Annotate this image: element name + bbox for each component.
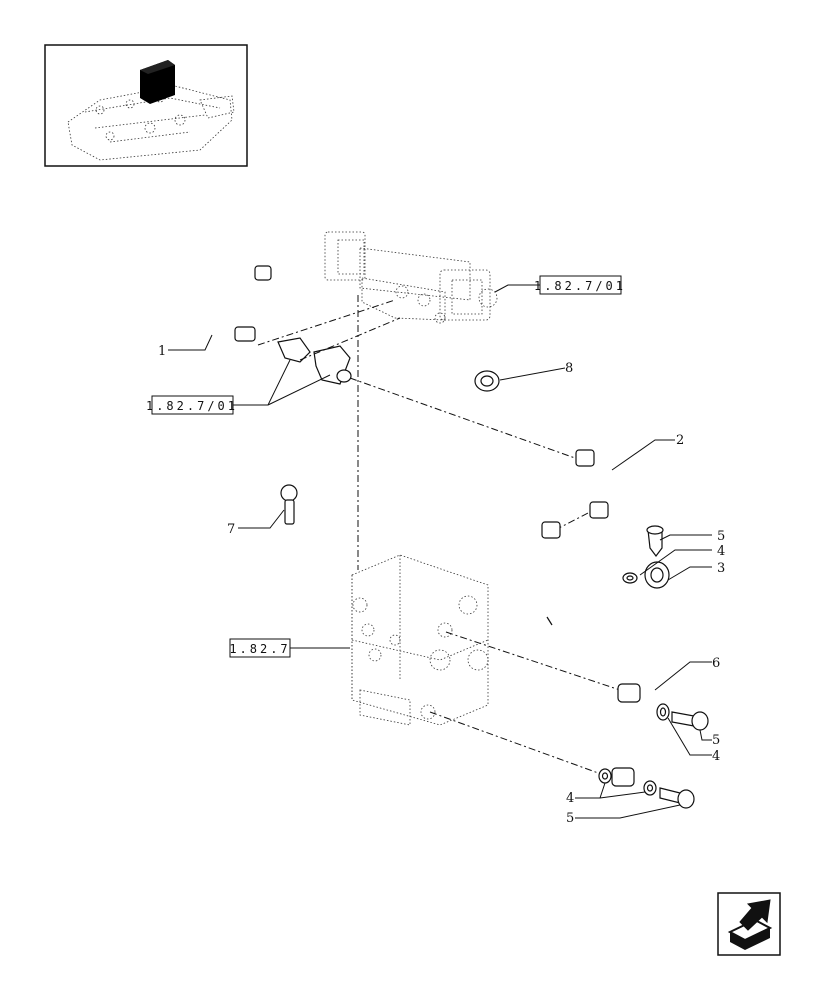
reference-label[interactable]: 1.82.7	[229, 642, 290, 656]
callout-4: 4	[717, 544, 725, 559]
callout-8: 8	[565, 361, 573, 376]
callout-4: 4	[712, 749, 720, 764]
callout-4: 4	[566, 791, 574, 806]
elbow-fittings	[277, 337, 352, 385]
pipe-1	[206, 265, 272, 342]
bolt-lower	[659, 787, 695, 809]
washer-upper	[622, 572, 638, 584]
banjo-screw	[646, 525, 664, 557]
thumbnail-locator	[44, 44, 248, 167]
callout-6: 6	[712, 656, 720, 671]
assembly-lines	[257, 295, 621, 779]
callout-5: 5	[712, 733, 720, 748]
bolt-right	[671, 711, 709, 731]
washer-right	[656, 703, 670, 721]
reference-label[interactable]: 1.82.7/01	[534, 279, 626, 293]
callout-5: 5	[566, 811, 574, 826]
callouts: 1 2 3 4 5 6 5 4 4 5 7 8	[158, 344, 725, 826]
hose-2	[517, 449, 657, 631]
reference-label[interactable]: 1.82.7/01	[146, 399, 238, 413]
reference-box-left[interactable]: 1.82.7/01	[146, 395, 238, 415]
leader-lines	[168, 284, 712, 819]
clip-8	[474, 370, 500, 392]
control-valve-block	[351, 554, 489, 726]
next-page-arrow-icon[interactable]	[717, 892, 781, 956]
callout-1: 1	[158, 344, 166, 359]
bolt-7	[280, 484, 298, 525]
reference-box-valve[interactable]: 1.82.7	[229, 638, 291, 658]
washer-lower-left	[598, 768, 612, 784]
tractor-lift-cover-thumbnail	[67, 60, 235, 161]
pipe-6	[611, 683, 662, 787]
banjo-fitting-3	[644, 561, 670, 589]
callout-3: 3	[717, 561, 725, 576]
callout-7: 7	[227, 522, 235, 537]
washer-lower-right	[643, 780, 657, 796]
callout-2: 2	[676, 433, 684, 448]
reference-box-top[interactable]: 1.82.7/01	[534, 275, 626, 295]
upper-distributor-block	[324, 231, 498, 324]
callout-5: 5	[717, 529, 725, 544]
